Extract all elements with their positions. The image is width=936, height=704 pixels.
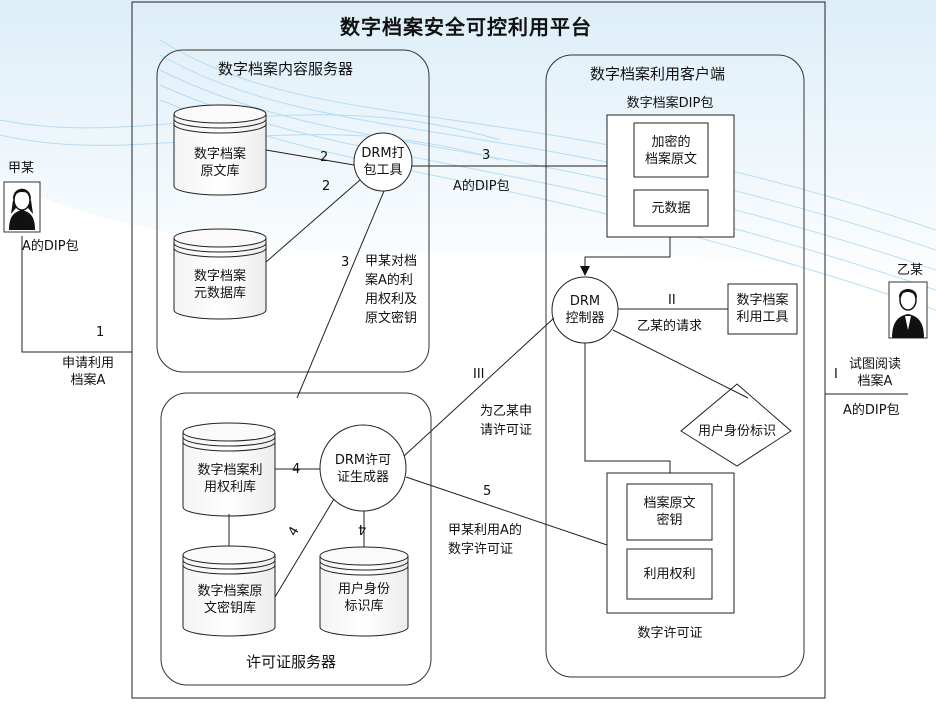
- license-title: 数字许可证: [637, 626, 703, 641]
- edge-label-2a: 2: [320, 150, 329, 165]
- rights-db-label: 数字档案利用权利库: [197, 463, 263, 495]
- license-server-title: 许可证服务器: [246, 653, 337, 671]
- platform-frame: [131, 1, 826, 699]
- edge-label-4a: 4: [292, 462, 301, 477]
- edge-label-III: III: [473, 367, 485, 382]
- edge-controller-to-license: [584, 343, 671, 473]
- client-title: 数字档案利用客户端: [590, 65, 726, 83]
- user-id-db-cylinder: [319, 546, 409, 637]
- edge-label-dip: A的DIP包: [453, 179, 510, 194]
- edge-label-b-request: 乙某的请求: [637, 319, 703, 334]
- usage-tool-label: 数字档案利用工具: [736, 293, 789, 325]
- license-generator-label: DRM许可证生成器: [334, 453, 392, 485]
- edge-label-3b: 3: [341, 255, 350, 270]
- platform-title: 数字档案安全可控利用平台: [340, 15, 592, 39]
- edge-actor-a: [21, 236, 132, 353]
- license-key-label: 档案原文密钥: [643, 496, 696, 528]
- edge-controller-to-generator: [403, 317, 555, 457]
- original-db-cylinder: [173, 104, 267, 196]
- user-id-db-label: 用户身份标识库: [337, 582, 390, 614]
- user-b-icon: [888, 281, 928, 339]
- original-db-label: 数字档案原文库: [193, 147, 246, 179]
- edge-label-a-license: 甲某利用A的数字许可证: [448, 523, 522, 557]
- content-server-box: [156, 49, 430, 373]
- metadata-label: 元数据: [651, 201, 691, 216]
- license-rights-box: [626, 548, 713, 600]
- key-db-label: 数字档案原文密钥库: [197, 584, 263, 616]
- usage-tool-box: [727, 283, 798, 335]
- drm-pack-tool-circle: [353, 132, 413, 192]
- connectors: [21, 149, 908, 598]
- encrypted-original-box: [633, 122, 709, 178]
- key-db-cylinder: [182, 545, 276, 637]
- user-id-diamond: [680, 383, 792, 467]
- edge-label-1: 1: [96, 325, 105, 340]
- edge-generator-to-license: [405, 476, 608, 546]
- metadata-db-cylinder: [173, 228, 267, 320]
- actor-a-request: 申请利用档案A: [61, 356, 114, 388]
- client-box: [545, 54, 805, 678]
- actor-b-name: 乙某: [897, 263, 924, 278]
- edge-label-apply-license: 为乙某申请许可证: [480, 404, 533, 438]
- user-id-label: 用户身份标识: [697, 424, 776, 439]
- license-server-box: [160, 392, 432, 686]
- actor-b-try: 试图阅读档案A: [848, 357, 901, 389]
- actor-b-dip: A的DIP包: [843, 403, 900, 418]
- edge-label-rights-key: 甲某对档案A的利 用权利及原文密钥: [365, 254, 418, 326]
- rights-db-cylinder: [182, 422, 276, 517]
- edge-original-to-pack: [265, 149, 355, 166]
- metadata-box: [633, 189, 709, 227]
- dip-package-title: 数字档案DIP包: [626, 96, 714, 111]
- edge-key-to-generator: [274, 498, 335, 598]
- actor-a-dip: A的DIP包: [22, 239, 79, 254]
- edge-dip-to-controller: [580, 237, 671, 276]
- drm-pack-tool-label: DRM打包工具: [361, 146, 405, 178]
- metadata-db-label: 数字档案元数据库: [193, 269, 246, 301]
- edge-label-5: 5: [483, 484, 492, 499]
- actor-a-name: 甲某: [8, 161, 35, 176]
- user-a-icon: [3, 181, 41, 233]
- content-server-title: 数字档案内容服务器: [218, 60, 354, 78]
- license-rights-label: 利用权利: [643, 567, 696, 582]
- license-key-box: [626, 483, 713, 541]
- license-generator-circle: [319, 424, 407, 512]
- edge-pack-to-license-server: [296, 190, 385, 399]
- edge-label-II: II: [668, 293, 676, 308]
- edge-label-4c: 4: [358, 521, 367, 536]
- edge-controller-to-diamond: [612, 329, 749, 399]
- edge-label-3a: 3: [482, 148, 491, 163]
- edge-metadata-to-pack: [265, 179, 361, 263]
- edge-label-I: I: [834, 367, 838, 382]
- encrypted-original-label: 加密的档案原文: [644, 135, 697, 167]
- edge-label-2b: 2: [322, 179, 331, 194]
